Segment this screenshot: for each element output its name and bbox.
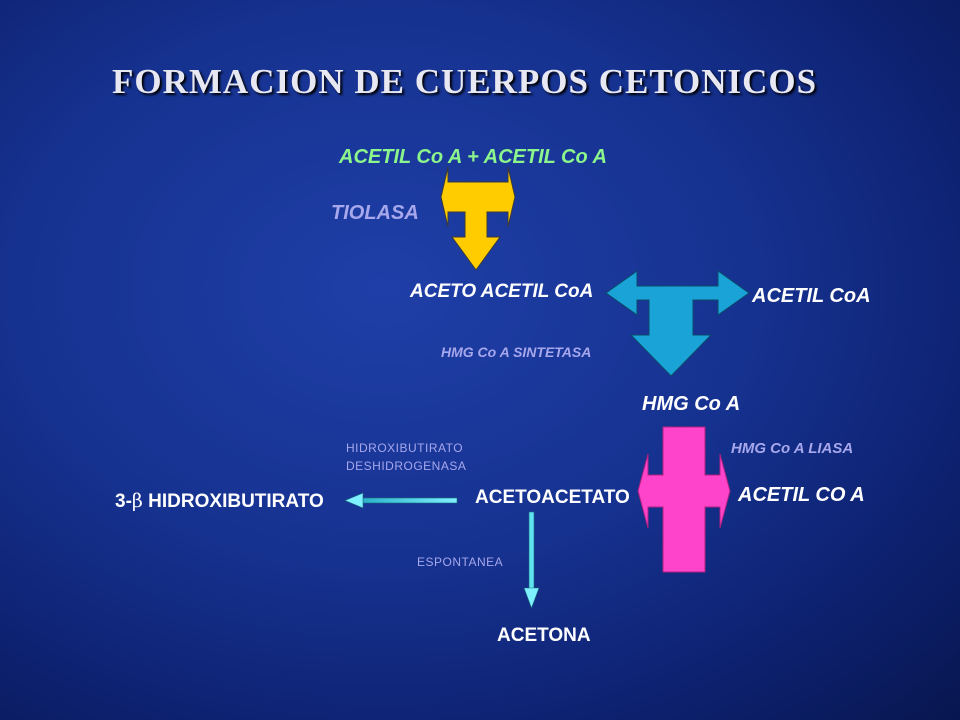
node-acetil-coa-right: ACETIL CoA <box>752 285 871 307</box>
dehydrogenase-arrow <box>344 492 458 509</box>
node-3-beta-hidroxibutirato: 3-β HIDROXIBUTIRATO <box>115 490 324 513</box>
synthase-arrow <box>605 270 750 377</box>
enzyme-hmg-sintetasa: HMG Co A SINTETASA <box>441 344 592 360</box>
node-acetil-co-a-bottom: ACETIL CO A <box>738 484 865 506</box>
hidroxibutirato-prefix: 3- <box>115 491 132 512</box>
substrate-acetil-coa-pair: ACETIL Co A + ACETIL Co A <box>339 146 607 168</box>
thiolase-arrow <box>440 166 516 271</box>
slide-title: FORMACION DE CUERPOS CETONICOS <box>112 62 818 101</box>
beta-symbol: β <box>131 490 143 512</box>
enzyme-deshidrogenasa-line2: DESHIDROGENASA <box>346 459 467 473</box>
enzyme-hmg-liasa: HMG Co A LIASA <box>731 440 854 457</box>
enzyme-deshidrogenasa-line1: HIDROXIBUTIRATO <box>346 441 464 455</box>
node-acetoacetato: ACETOACETATO <box>475 487 630 508</box>
enzyme-tiolasa: TIOLASA <box>331 202 419 224</box>
enzyme-espontanea: ESPONTANEA <box>417 555 504 569</box>
node-acetona: ACETONA <box>497 625 591 646</box>
lyase-arrow <box>637 426 731 573</box>
spontaneous-arrow <box>523 511 540 609</box>
node-hmg-coa: HMG Co A <box>642 393 741 415</box>
node-aceto-acetil-coa: ACETO ACETIL CoA <box>410 281 594 302</box>
hidroxibutirato-suffix: HIDROXIBUTIRATO <box>142 491 324 512</box>
